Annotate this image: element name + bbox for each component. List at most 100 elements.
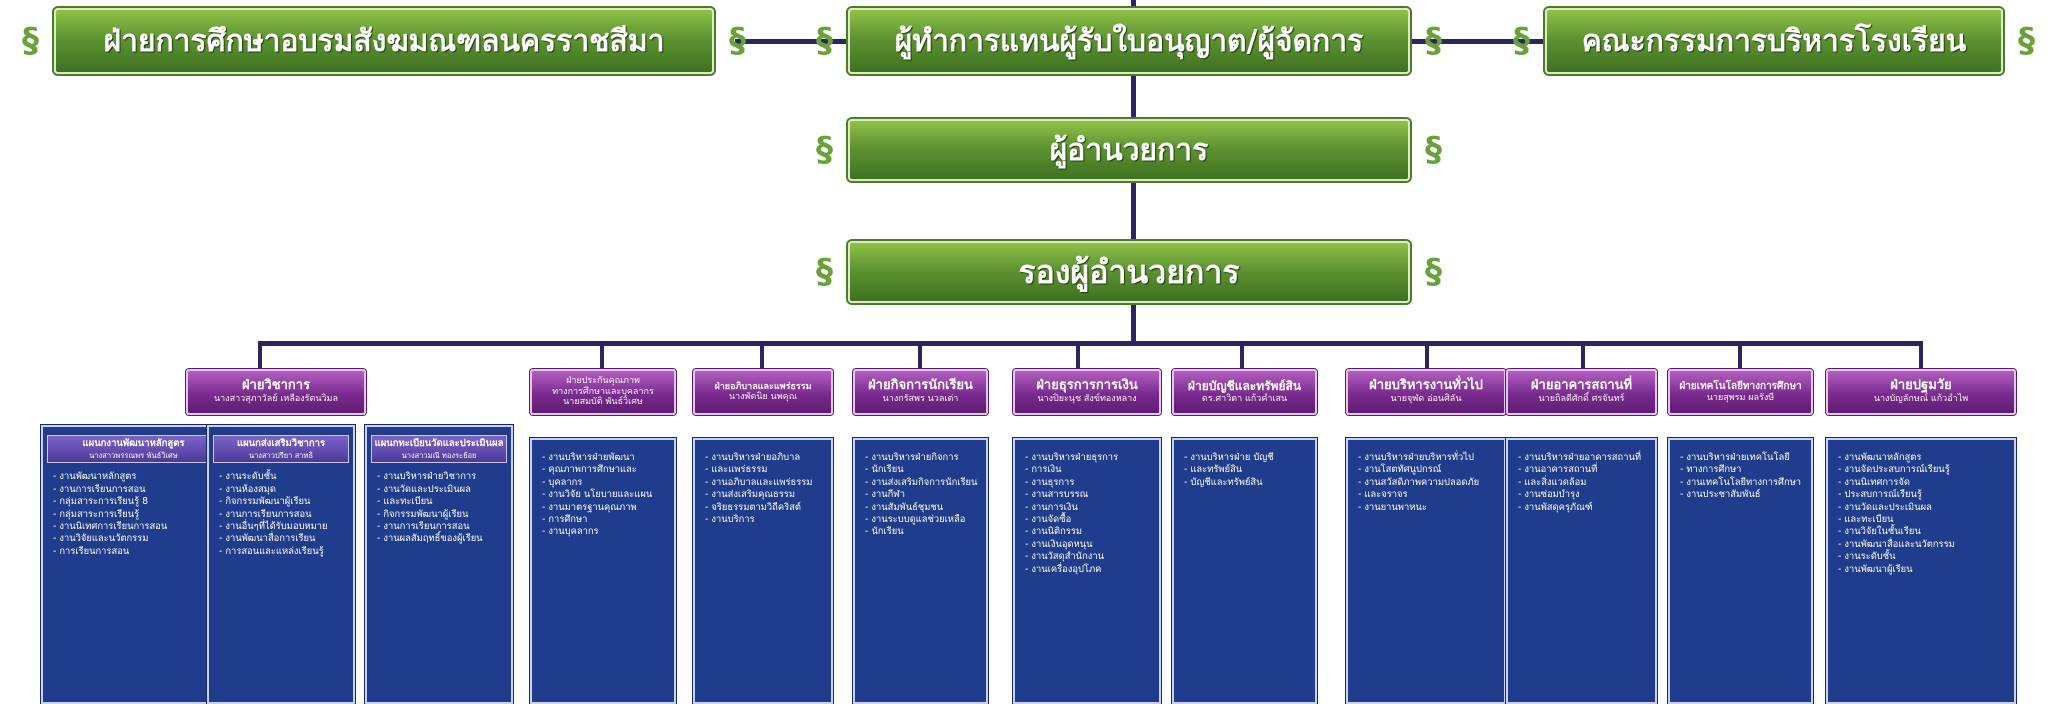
department-header-student-affairs: ฝ่ายกิจการนักเรียน นางกรัสพร นวลเต่า — [853, 369, 988, 415]
list-item: งานการเรียนการสอน — [53, 484, 218, 496]
ornament-right-icon: § — [2018, 21, 2035, 61]
director-label: ผู้อำนวยการ — [1049, 132, 1209, 168]
list-item: งานสัมพันธ์ชุมชน — [865, 502, 980, 514]
list-item: และแพร่ธรรม — [705, 464, 825, 476]
list-item: งานส่งเสริมคุณธรรม — [705, 489, 825, 501]
department-title: ฝ่ายอภิบาลและแพร่ธรรม — [714, 381, 812, 392]
ornament-right-icon: § — [1425, 252, 1442, 292]
department-header-general: ฝ่ายบริหารงานทั่วไป นายจุฬด อ่อนศิลัน — [1346, 369, 1506, 415]
list-item: งานจัดซื้อ — [1025, 514, 1153, 526]
list-item: งานสวัสดิภาพความปลอดภัย — [1358, 477, 1498, 489]
dept-drop-line — [258, 341, 262, 371]
list-item: และทะเบียน — [1838, 514, 2008, 526]
department-header-technology: ฝ่ายเทคโนโลยีทางการศึกษา นายสุพรม ผลรังษ… — [1668, 369, 1813, 415]
subunit-title: แผนกส่งเสริมวิชาการ — [236, 438, 326, 449]
ornament-right-icon: § — [1425, 130, 1442, 170]
ornament-left-icon: § — [816, 130, 833, 170]
school-board-box: § คณะกรรมการบริหารโรงเรียน § — [1513, 8, 2035, 74]
list-item: งานส่งเสริมกิจการนักเรียน — [865, 477, 980, 489]
department-title: ฝ่ายเทคโนโลยีทางการศึกษา — [1679, 381, 1802, 393]
ornament-left-icon: § — [816, 21, 833, 61]
list-item: บัญชีและทรัพย์สิน — [1184, 477, 1309, 489]
academic-subunit-curriculum: แผนกงานพัฒนาหลักสูตร นางสาวพรรณพร พันธ์ว… — [41, 425, 226, 704]
list-item: งานสารบรรณ — [1025, 489, 1153, 501]
list-item: งานอาคารสถานที่ — [1518, 464, 1649, 476]
list-item: งานบริหารฝ่ายพัฒนา — [542, 452, 668, 464]
list-item: งานจัดประสบการณ์เรียนรู้ — [1838, 464, 2008, 476]
director-box: § ผู้อำนวยการ § — [816, 119, 1442, 181]
list-item: คุณภาพการศึกษาและ — [542, 464, 668, 476]
department-title: ฝ่ายบัญชีและทรัพย์สิน — [1187, 378, 1302, 393]
early-childhood-tasks-box: งานพัฒนาหลักสูตร งานจัดประสบการณ์เรียนรู… — [1826, 438, 2016, 704]
list-item: งานระบบดูแลช่วยเหลือ — [865, 514, 980, 526]
student-affairs-tasks-box: งานบริหารฝ่ายกิจการ นักเรียน งานส่งเสริม… — [853, 438, 988, 704]
accounting-tasks-box: งานบริหารฝ่าย บัญชี และทรัพย์สิน บัญชีแล… — [1172, 438, 1317, 704]
department-title: ฝ่ายวิชาการ — [241, 378, 311, 394]
list-item: งานอื่นๆที่ได้รับมอบหมาย — [219, 521, 347, 533]
subunit-head: นางสาวพรรณพร พันธ์วิเศษ — [89, 450, 178, 460]
list-item: งานบริหารฝ่ายอภิบาล — [705, 452, 825, 464]
list-item: การเรียนการสอน — [53, 546, 218, 558]
academic-subunit-registration: แผนกทะเบียนวัดและประเมินผล นางสาวมณี ทอง… — [365, 425, 513, 704]
ornament-left-icon: § — [1513, 21, 1530, 61]
list-item: กิจกรรมพัฒนาผู้เรียน — [377, 509, 505, 521]
subunit-head: นางสาวมณี ทองระย้อย — [401, 450, 477, 460]
education-department-box: § ฝ่ายการศึกษาอบรมสังฆมณฑลนครราชสีมา § — [22, 8, 746, 74]
list-item: งานบริหารฝ่ายบริหารทั่วไป — [1358, 452, 1498, 464]
dept-drop-line — [918, 341, 922, 371]
academic-subunit-promotion: แผนกส่งเสริมวิชาการ นางสาวปรียา สาทธิ งา… — [207, 425, 355, 704]
dept-drop-line — [1738, 341, 1742, 371]
department-header-finance: ฝ่ายธุรการการเงิน นางปิยะนุช สังข์ทองหลา… — [1013, 369, 1161, 415]
list-item: งานพัฒนาผู้เรียน — [1838, 564, 2008, 576]
list-item: งานการเรียนการสอน — [219, 509, 347, 521]
list-item: งานพัสดุครุภัณฑ์ — [1518, 502, 1649, 514]
list-item: กลุ่มสาระการเรียนรู้ 8 — [53, 496, 218, 508]
list-item: งานการเรียนการสอน — [377, 521, 505, 533]
dept-drop-line — [1919, 341, 1923, 371]
list-item: งานพัฒนาหลักสูตร — [1838, 452, 2008, 464]
subunit-header: แผนกงานพัฒนาหลักสูตร นางสาวพรรณพร พันธ์ว… — [47, 435, 220, 464]
list-item: งานอภิบาลและแพร่ธรรม — [705, 477, 825, 489]
list-item: งานวิจัยและนวัตกรรม — [53, 533, 218, 545]
department-head: นางพัตนิย นพคุณ — [728, 392, 798, 402]
list-item: งานบริหารฝ่ายอาคารสถานที่ — [1518, 452, 1649, 464]
list-item: นักเรียน — [865, 526, 980, 538]
subunit-title: แผนกทะเบียนวัดและประเมินผล — [374, 438, 504, 449]
list-item: บุคลากร — [542, 477, 668, 489]
list-item: งานบริหารฝ่ายเทคโนโลยี — [1680, 452, 1805, 464]
subunit-header: แผนกส่งเสริมวิชาการ นางสาวปรียา สาทธิ — [213, 435, 349, 464]
department-header-early-childhood: ฝ่ายปฐมวัย นางบัญลักษณ์ แก้วอำไพ — [1826, 369, 2016, 415]
list-item: งานโสตทัศนูปกรณ์ — [1358, 464, 1498, 476]
list-item: งานผลสัมฤทธิ์ของผู้เรียน — [377, 533, 505, 545]
license-representative-box: § ผู้ทำการแทนผู้รับใบอนุญาต/ผู้จัดการ § — [816, 8, 1442, 74]
list-item: และทรัพย์สิน — [1184, 464, 1309, 476]
list-item: งานเครื่องอุปโภค — [1025, 564, 1153, 576]
facilities-tasks-box: งานบริหารฝ่ายอาคารสถานที่ งานอาคารสถานที… — [1506, 438, 1657, 704]
list-item: งานบุคลากร — [542, 526, 668, 538]
list-item: งานมาตรฐานคุณภาพ — [542, 502, 668, 514]
technology-tasks-box: งานบริหารฝ่ายเทคโนโลยี ทางการศึกษา งานเท… — [1668, 438, 1813, 704]
department-head: ดร.ศาวิตา แก้วคำเสน — [1201, 393, 1288, 404]
license-representative-label: ผู้ทำการแทนผู้รับใบอนุญาต/ผู้จัดการ — [894, 23, 1364, 59]
list-item: งานวิจัยในชั้นเรียน — [1838, 526, 2008, 538]
department-head: นายสมบัติ พันธ์วิเศษ — [563, 397, 643, 408]
department-title: ฝ่ายอาคารสถานที่ — [1530, 378, 1633, 394]
list-item: และทะเบียน — [377, 496, 505, 508]
list-item: งานวัสดุสำนักงาน — [1025, 551, 1153, 563]
list-item: งานบริการ — [705, 514, 825, 526]
ornament-left-icon: § — [816, 252, 833, 292]
department-head: นายจุฬด อ่อนศิลัน — [1390, 394, 1462, 405]
subunit-head: นางสาวปรียา สาทธิ — [248, 450, 314, 460]
list-item: งานวิจัย นโยบายและแผน — [542, 489, 668, 501]
list-item: งานยานพาหนะ — [1358, 502, 1498, 514]
department-header-academic: ฝ่ายวิชาการ นางสาวสุภาวัลย์ เหลืองรัตนวิ… — [186, 369, 366, 415]
list-item: งานบริหารฝ่ายธุรการ — [1025, 452, 1153, 464]
subunit-title: แผนกงานพัฒนาหลักสูตร — [82, 438, 185, 449]
list-item: งานเทคโนโลยีทางการศึกษา — [1680, 477, 1805, 489]
list-item: งานห้องสมุด — [219, 484, 347, 496]
list-item: งานวัดและประเมินผล — [1838, 502, 2008, 514]
list-item: และจราจร — [1358, 489, 1498, 501]
list-item: การสอนและแหล่งเรียนรู้ — [219, 546, 347, 558]
subunit-header: แผนกทะเบียนวัดและประเมินผล นางสาวมณี ทอง… — [371, 435, 507, 464]
list-item: งานระดับชั้น — [1838, 551, 2008, 563]
